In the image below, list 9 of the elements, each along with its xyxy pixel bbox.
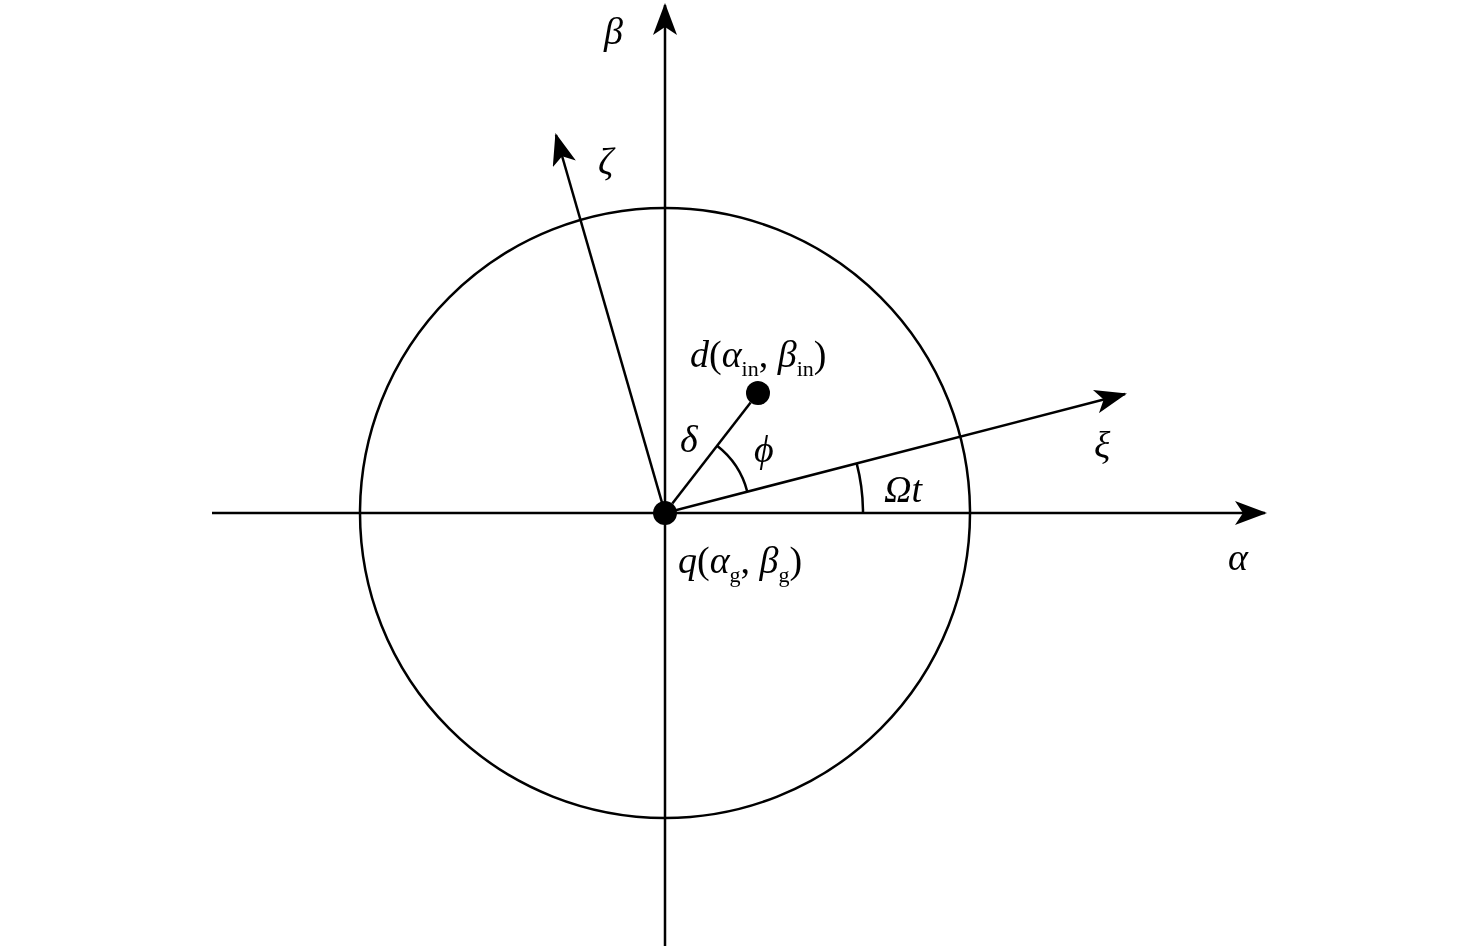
point-label: q(α$_{g}$, β$_{g}$)	[678, 541, 803, 586]
axis-label: ξ	[1094, 426, 1111, 464]
angle-label: ϕ	[754, 430, 774, 468]
axis-label: α	[1228, 538, 1248, 576]
axis-label: β	[604, 12, 623, 50]
point-label: d(α$_{in}$, β$_{in}$)	[690, 335, 827, 380]
connector-line	[671, 401, 752, 505]
angle-label: Ωt	[884, 470, 923, 508]
axis-label: ζ	[598, 142, 614, 180]
